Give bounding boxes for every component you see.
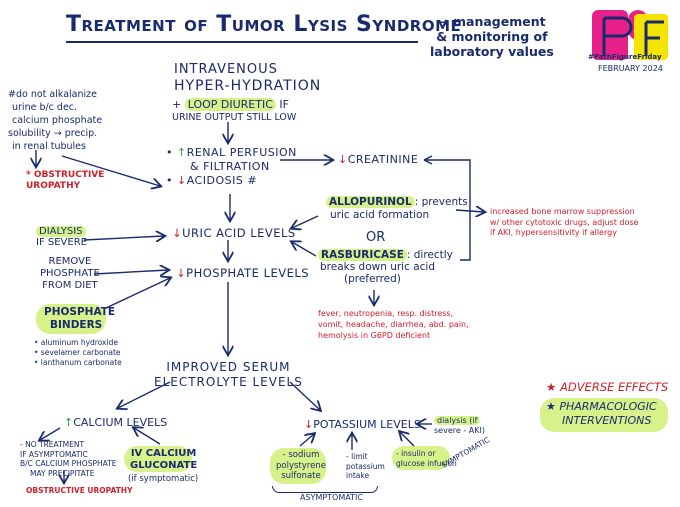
down-arrow-icon: ↓ xyxy=(304,418,314,431)
arrow-calcium-to-note xyxy=(40,427,61,440)
asymptomatic-label: Asymptomatic xyxy=(300,493,363,502)
phosphate-binders-label: Phosphate Binders xyxy=(44,306,116,331)
allopurinol-adverse: increased bone marrow suppression w/ oth… xyxy=(490,207,639,237)
title-underline xyxy=(66,41,418,43)
logo: #PathFigureFriday FEBRUARY 2024 xyxy=(588,8,672,74)
legend-adverse: ★ Adverse Effects xyxy=(546,380,669,394)
iv-calcium-label: IV Calcium Gluconate xyxy=(130,448,198,471)
title-note: → management & monitoring of laboratory … xyxy=(430,14,554,59)
rasburicase-adverse: fever, neutropenia, resp. distress, vomi… xyxy=(318,309,469,340)
arrow-sodium-to-potassium xyxy=(299,434,314,447)
pharm-star-icon: ★ xyxy=(546,400,560,413)
sodium-polystyrene xyxy=(270,448,326,484)
phosphate-levels: ↓Phosphate levels xyxy=(176,266,310,280)
improved-serum: Improved serum electrolyte levels xyxy=(154,360,303,389)
iv-calcium-gluconate xyxy=(124,446,192,472)
renal-perfusion: • ↑Renal perfusion & filtration • ↓Acido… xyxy=(166,146,297,187)
arrow-ivca-to-calcium xyxy=(134,428,161,445)
dialysis: Dialysis if severe xyxy=(36,226,87,248)
down-arrow-icon: ↓ xyxy=(176,266,187,280)
connector-ras-to-creatinine xyxy=(424,159,471,261)
rasburicase: Rasburicase: directly breaks down uric a… xyxy=(318,249,453,285)
arrow-alk-to-acidosis xyxy=(61,155,160,186)
list-item: • sevelamer carbonate xyxy=(34,348,121,357)
potassium-levels: ↓Potassium levels xyxy=(304,418,421,431)
limit-potassium: - limit potassium intake xyxy=(346,452,385,480)
alkalinize-note: #do not alkalanize urine b/c dec. calciu… xyxy=(8,89,103,152)
down-arrow-icon: ↓ xyxy=(177,174,187,187)
dialysis-potassium: dialysis (if severe - AKI) xyxy=(434,416,485,435)
binder-list: • aluminum hydroxide • sevelamer carbona… xyxy=(34,338,122,368)
adverse-star-icon: * xyxy=(26,170,34,180)
sodium-polystyrene-label: - sodium polystyrene sulfonate xyxy=(276,450,326,481)
logo-date: FEBRUARY 2024 xyxy=(598,64,663,73)
remove-phosphate: Remove phosphate from diet xyxy=(40,256,100,291)
arrow-remove-to-phosphate xyxy=(93,270,168,274)
legend-pharm: ★ Pharmacologic Interventions xyxy=(546,400,657,427)
adverse-star-icon: ★ xyxy=(546,380,560,394)
up-arrow-icon: ↑ xyxy=(64,416,74,429)
page-title: Treatment of Tumor Lysis Syndrome xyxy=(66,12,462,37)
obstructive-uropathy-top: * Obstructive uropathy xyxy=(26,170,105,191)
creatinine: ↓Creatinine xyxy=(338,153,419,166)
arrow-allopurinol-to-uric xyxy=(292,215,319,228)
logo-text: #PathFigureFriday xyxy=(588,53,662,61)
insulin-glucose xyxy=(392,446,450,470)
arrow-dialysis-to-uric xyxy=(83,236,164,240)
arrow-insulin-to-potassium xyxy=(400,432,415,447)
iv-calcium-cond: (if symptomatic) xyxy=(128,474,199,484)
arrow-binders-to-phosphate xyxy=(105,278,170,309)
up-arrow-icon: ↑ xyxy=(177,146,187,159)
or-label: OR xyxy=(366,230,386,245)
logo-pf-icon xyxy=(592,10,668,60)
uric-acid-levels: ↓Uric acid levels xyxy=(172,226,296,240)
arrow-improved-to-potassium xyxy=(289,381,320,410)
allopurinol: Allopurinol: prevents uric acid formatio… xyxy=(326,196,468,222)
obstructive-uropathy-bottom: Obstructive uropathy xyxy=(26,486,133,495)
title-arrow-icon: → xyxy=(438,14,453,29)
down-arrow-icon: ↓ xyxy=(172,226,183,240)
iv-hydration: Intravenous Hyper-Hydration xyxy=(174,62,322,94)
arrow-improved-to-calcium xyxy=(118,381,171,408)
loop-diuretic: + Loop Diuretic if urine output still lo… xyxy=(172,98,297,123)
calcium-note: - no treatment if asymptomatic b/c calci… xyxy=(20,440,117,478)
arrow-rasburicase-to-uric xyxy=(292,242,317,257)
list-item: • lanthanum carbonate xyxy=(34,358,122,367)
list-item: • aluminum hydroxide xyxy=(34,338,118,347)
down-arrow-icon: ↓ xyxy=(338,153,348,166)
legend-pharm-box xyxy=(540,398,668,432)
calcium-levels: ↑Calcium levels xyxy=(64,416,168,429)
insulin-glucose-label: - insulin or glucose infusion xyxy=(396,449,457,468)
phosphate-binders xyxy=(36,304,106,334)
